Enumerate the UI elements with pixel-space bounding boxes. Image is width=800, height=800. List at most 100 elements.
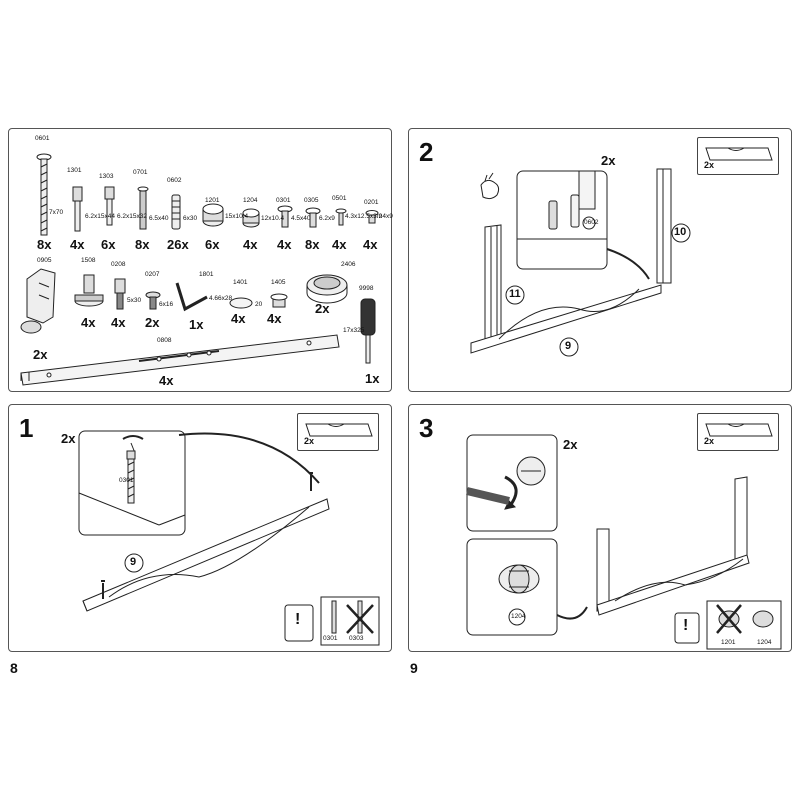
step-2-illustration (470, 168, 691, 357)
allen-key-icon (175, 282, 208, 312)
detail-qty: 2x (601, 153, 616, 168)
screw-icon (137, 186, 149, 230)
bolt-icon (114, 278, 126, 310)
board-label-10: 10 (674, 226, 687, 238)
part-qty-0208: 4x (111, 315, 126, 330)
part-size-0201: m4x9 (377, 213, 393, 220)
exclamation-icon: ! (295, 611, 301, 628)
drawer-count-box: 2x (697, 413, 779, 451)
screw-icon (145, 291, 161, 310)
cam-lock-icon (242, 208, 260, 228)
part-qty-1405: 4x (267, 311, 282, 326)
part-size-1301: 6.2x15x44 (85, 213, 115, 220)
cam-lock-icon (498, 564, 540, 594)
part-code-0201: 0201 (364, 199, 379, 206)
parts-illustrations (20, 153, 379, 386)
part-code-1303: 1303 (99, 173, 114, 180)
rotation-arrow-icon (504, 475, 518, 510)
screw-icon (365, 210, 379, 224)
part-code-0601: 0601 (35, 135, 50, 142)
part-code-0301: 0301 (276, 197, 291, 204)
drawer-count-box: 2x (297, 413, 379, 451)
part-code-0208: 0208 (111, 261, 126, 268)
part-size-1401: 20 (255, 301, 263, 308)
screw-icon (36, 153, 52, 236)
step-1-illustration (78, 430, 380, 646)
screw-code: 0301 (119, 477, 134, 484)
cam-code: 1204 (511, 613, 526, 620)
part-code-0905: 0905 (37, 257, 52, 264)
wrong-screw-code: 0303 (349, 635, 364, 642)
cam-lock-icon (202, 203, 224, 227)
step-number: 1 (19, 413, 34, 443)
exclamation-icon: ! (683, 617, 689, 634)
screw-icon (126, 450, 136, 504)
parts-panel: 0601 1301 1303 0701 0602 1201 1204 0301 … (8, 128, 393, 392)
part-qty-1303: 6x (101, 237, 116, 252)
part-size-0305: 6.2x9 (319, 215, 335, 222)
part-qty-0501: 4x (332, 237, 347, 252)
page-number-left: 8 (10, 660, 18, 676)
part-qty-0602: 26x (167, 237, 189, 252)
dowel-icon (171, 194, 181, 230)
detail-qty: 2x (61, 431, 76, 446)
cable-grommet-icon (306, 274, 348, 304)
drawer-count-box: 2x (697, 137, 779, 175)
part-code-0808: 0808 (157, 337, 172, 344)
screw-icon (335, 208, 347, 226)
part-qty-0201: 4x (363, 237, 378, 252)
bolt-icon (104, 186, 115, 226)
part-qty-0905: 2x (33, 347, 48, 362)
bolt-icon (72, 186, 83, 232)
cam-lock-icon (516, 456, 546, 486)
dowel-code: 0602 (584, 219, 599, 226)
part-size-0601: 7x70 (49, 209, 64, 216)
part-code-2406: 2406 (341, 261, 356, 268)
part-size-0808: 17x325 (343, 327, 365, 334)
part-qty-1801: 1x (189, 317, 204, 332)
screw-icon (277, 205, 293, 228)
step-number: 2 (419, 137, 434, 167)
part-code-1801: 1801 (199, 271, 214, 278)
plug-icon (270, 293, 288, 308)
part-qty-1204: 4x (243, 237, 258, 252)
part-size-1201: 15x10.4 (225, 213, 249, 220)
part-code-0501: 0501 (332, 195, 347, 202)
detail-qty: 2x (563, 437, 578, 452)
ok-screw-code: 0301 (323, 635, 338, 642)
cover-cap-icon (229, 297, 253, 309)
drawer-count: 2x (704, 436, 715, 446)
leveler-foot-icon (74, 274, 104, 307)
wrong-cam-code: 1201 (721, 639, 736, 646)
part-qty-0601: 8x (37, 237, 52, 252)
part-size-0301: 4.5x40 (291, 215, 311, 222)
part-code-1301: 1301 (67, 167, 82, 174)
part-size-0501: 4.3x12.5x3.2 (345, 213, 383, 220)
dowel-icon (548, 194, 580, 230)
part-qty-0207: 2x (145, 315, 160, 330)
part-size-1801: 4.66x28 (209, 295, 233, 302)
cross-mark-icon (346, 604, 374, 634)
part-code-0602: 0602 (167, 177, 182, 184)
part-qty-1508: 4x (81, 315, 96, 330)
ok-cam-code: 1204 (757, 639, 772, 646)
part-qty-1301: 4x (70, 237, 85, 252)
step-2-panel: 2 2x 2x (408, 128, 792, 392)
hinge-icon (20, 268, 56, 334)
part-qty-9998: 1x (365, 371, 380, 386)
part-size-0701: 6.5x40 (149, 215, 169, 222)
hand-icon (480, 172, 500, 200)
step-3-illustration (466, 434, 782, 650)
drawer-rail-icon (20, 334, 340, 386)
part-size-0207: 6x16 (159, 301, 174, 308)
screw-icon (305, 207, 321, 228)
part-size-1303: 6.2x15x32 (117, 213, 147, 220)
part-qty-0701: 8x (135, 237, 150, 252)
screwdriver-icon (360, 298, 376, 364)
part-code-0207: 0207 (145, 271, 160, 278)
part-code-9998: 9998 (359, 285, 374, 292)
page-number-right: 9 (410, 660, 418, 676)
part-qty-0808: 4x (159, 373, 174, 388)
part-code-1201: 1201 (205, 197, 220, 204)
part-code-1508: 1508 (81, 257, 96, 264)
